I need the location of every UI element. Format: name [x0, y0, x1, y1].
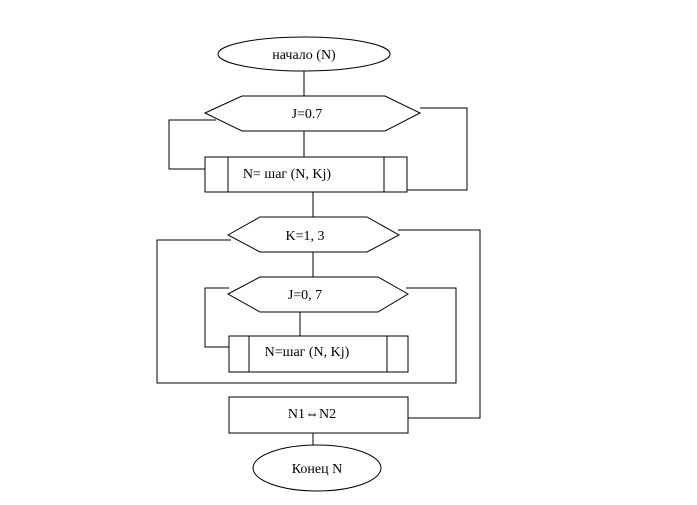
process2-box: N=шаг (N, Kj) — [228, 335, 409, 373]
loop3-return-line — [204, 287, 229, 348]
connectors — [156, 70, 481, 447]
end-label: Конец N — [292, 462, 342, 477]
loop1-hexagon: J=0.7 — [203, 95, 422, 132]
swap-box: N1⇔N2 — [228, 396, 409, 434]
swap-label: N1⇔N2 — [288, 407, 336, 422]
process2-label: N=шаг (N, Kj) — [265, 345, 350, 360]
loop2-return-line — [156, 239, 457, 384]
loop2-hexagon: K=1, 3 — [226, 216, 401, 253]
end-terminal: Конец N — [252, 444, 382, 492]
start-label: начало (N) — [272, 48, 336, 63]
process1-label: N= шаг (N, Kj) — [243, 167, 332, 182]
loop1-label: J=0.7 — [292, 107, 323, 122]
loop3-hexagon: J=0, 7 — [226, 276, 409, 313]
loop1-exit-line — [406, 107, 468, 191]
process1-box: N= шаг (N, Kj) — [204, 156, 408, 193]
loop1-return-line — [168, 119, 216, 170]
start-terminal: начало (N) — [217, 36, 391, 72]
loop2-exit-line — [398, 229, 481, 419]
loop2-label: K=1, 3 — [285, 229, 324, 244]
loop3-label: J=0, 7 — [288, 288, 322, 303]
